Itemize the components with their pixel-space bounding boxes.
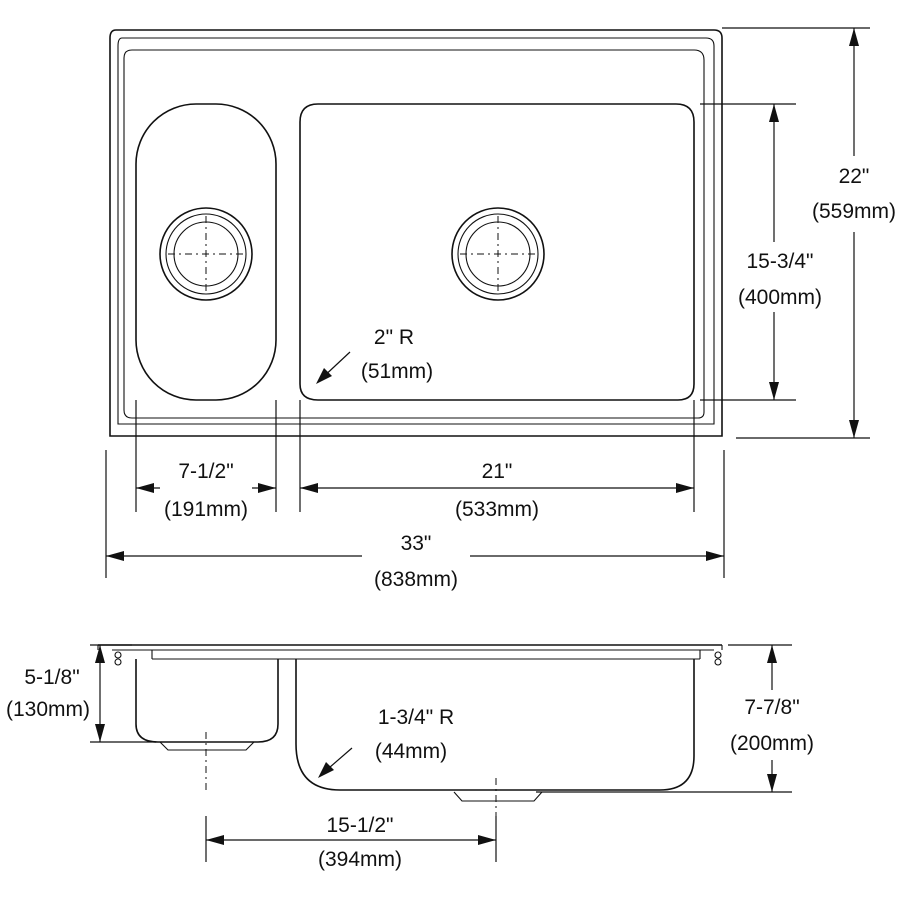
bowl-depth-metric: (400mm) — [738, 286, 822, 309]
large-bowl — [299, 103, 695, 401]
overall-depth-dimension: 22" (559mm) — [722, 27, 896, 439]
bottom-radius-imperial: 1-3/4" R — [378, 706, 454, 729]
large-bowl-depth-imperial: 7-7/8" — [744, 696, 799, 719]
sink-rim-edge — [117, 37, 715, 425]
large-bowl-depth-metric: (200mm) — [730, 732, 814, 755]
overall-depth-imperial: 22" — [839, 165, 870, 188]
side-view: 5-1/8" (130mm) 7-7/8" (200mm) 1-3/4" R (… — [6, 644, 814, 871]
large-drain-icon — [451, 207, 545, 301]
small-bowl-width-imperial: 7-1/2" — [178, 460, 233, 483]
corner-radius-callout: 2" R (51mm) — [316, 326, 433, 384]
small-bowl-depth-imperial: 5-1/8" — [24, 666, 79, 689]
overall-width-metric: (838mm) — [374, 568, 458, 591]
overall-depth-metric: (559mm) — [812, 200, 896, 223]
small-bowl-profile — [135, 659, 279, 743]
bowl-depth-dimension: 15-3/4" (400mm) — [700, 103, 822, 401]
large-bowl-width-imperial: 21" — [482, 460, 513, 483]
corner-radius-metric: (51mm) — [361, 360, 433, 383]
drain-spacing-imperial: 15-1/2" — [327, 814, 394, 837]
sink-outer-rim — [109, 29, 723, 437]
small-bowl-width-dimension: 7-1/2" (191mm) — [136, 460, 276, 521]
small-bowl-width-metric: (191mm) — [164, 498, 248, 521]
large-bowl-profile — [295, 659, 695, 791]
large-bowl-width-metric: (533mm) — [455, 498, 539, 521]
corner-radius-imperial: 2" R — [374, 326, 414, 349]
sink-deck — [123, 49, 705, 419]
large-bowl-width-dimension: 21" (533mm) — [300, 460, 694, 521]
overall-width-imperial: 33" — [401, 532, 432, 555]
drain-spacing-metric: (394mm) — [318, 848, 402, 871]
bottom-radius-metric: (44mm) — [375, 740, 447, 763]
overall-width-dimension: 33" (838mm) — [106, 532, 724, 591]
large-drain-outlet — [453, 791, 543, 802]
small-drain-outlet — [159, 741, 255, 751]
bowl-depth-imperial: 15-3/4" — [747, 250, 814, 273]
small-bowl-depth-metric: (130mm) — [6, 698, 90, 721]
large-bowl-depth-dimension: 7-7/8" (200mm) — [536, 644, 814, 793]
drain-spacing-dimension: 15-1/2" (394mm) — [205, 814, 497, 871]
small-drain-icon — [159, 207, 253, 301]
small-bowl-depth-dimension: 5-1/8" (130mm) — [6, 644, 156, 743]
top-view: 22" (559mm) 15-3/4" (400mm) 2" R (51mm) — [105, 27, 896, 591]
bottom-radius-callout: 1-3/4" R (44mm) — [318, 706, 454, 778]
small-bowl — [135, 103, 277, 401]
